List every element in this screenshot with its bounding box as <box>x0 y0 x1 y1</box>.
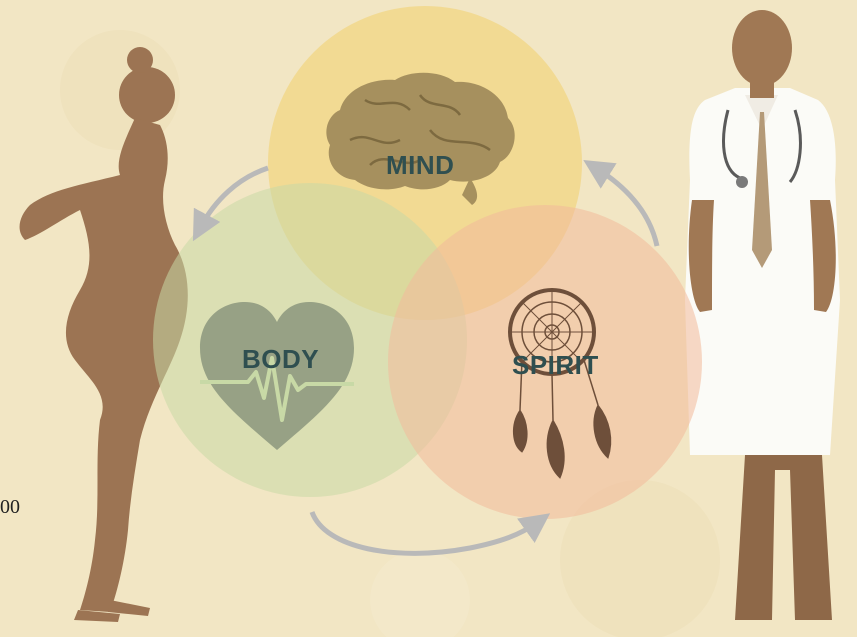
fragment-text: 00 <box>0 496 20 519</box>
spirit-label: SPIRIT <box>512 350 599 381</box>
arrow-body-to-spirit <box>312 512 538 553</box>
mind-label: MIND <box>386 150 454 181</box>
body-label: BODY <box>242 344 319 375</box>
